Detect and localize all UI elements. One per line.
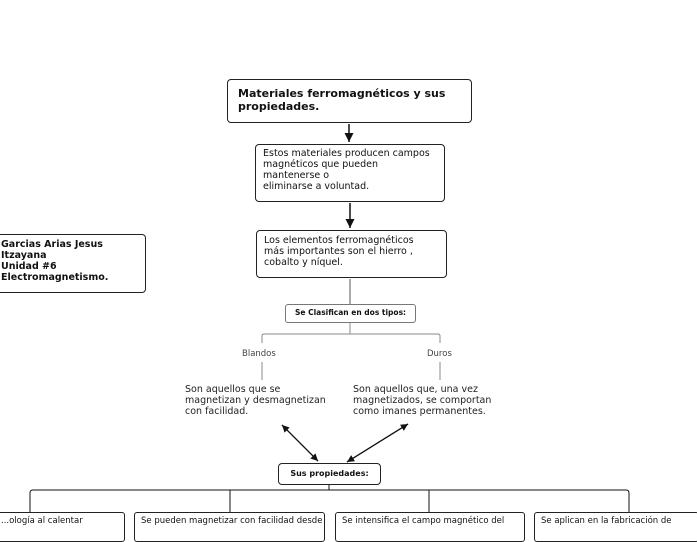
property-box-2: Se pueden magnetizar con facilidad desde — [134, 512, 325, 542]
title-node: Materiales ferromagnéticos y sus propied… — [227, 79, 472, 123]
description-node: Estos materiales producen campos magnéti… — [255, 144, 445, 202]
property-box-4: Se aplican en la fabricación de — [534, 512, 697, 542]
hard-label: Duros — [427, 349, 452, 359]
arrow-hard-to-props — [346, 423, 409, 463]
properties-node: Sus propiedades: — [278, 463, 381, 485]
property-box-3: Se intensifica el campo magnético del — [335, 512, 525, 542]
elements-node: Los elementos ferromagnéticos más import… — [256, 230, 447, 278]
connectors — [29, 124, 630, 512]
soft-label: Blandos — [242, 349, 276, 359]
author-node: Garcias Arias Jesus Itzayana Unidad #6 E… — [0, 234, 146, 293]
hard-text: Son aquellos que, una vez magnetizados, … — [353, 384, 492, 417]
branch-classify — [261, 323, 441, 343]
classify-node: Se Clasifican en dos tipos: — [285, 304, 416, 323]
soft-text: Son aquellos que se magnetizan y desmagn… — [185, 384, 326, 417]
branch-properties — [29, 485, 630, 512]
property-box-1: ...ología al calentar — [0, 512, 125, 542]
arrow-soft-to-props — [281, 424, 319, 462]
